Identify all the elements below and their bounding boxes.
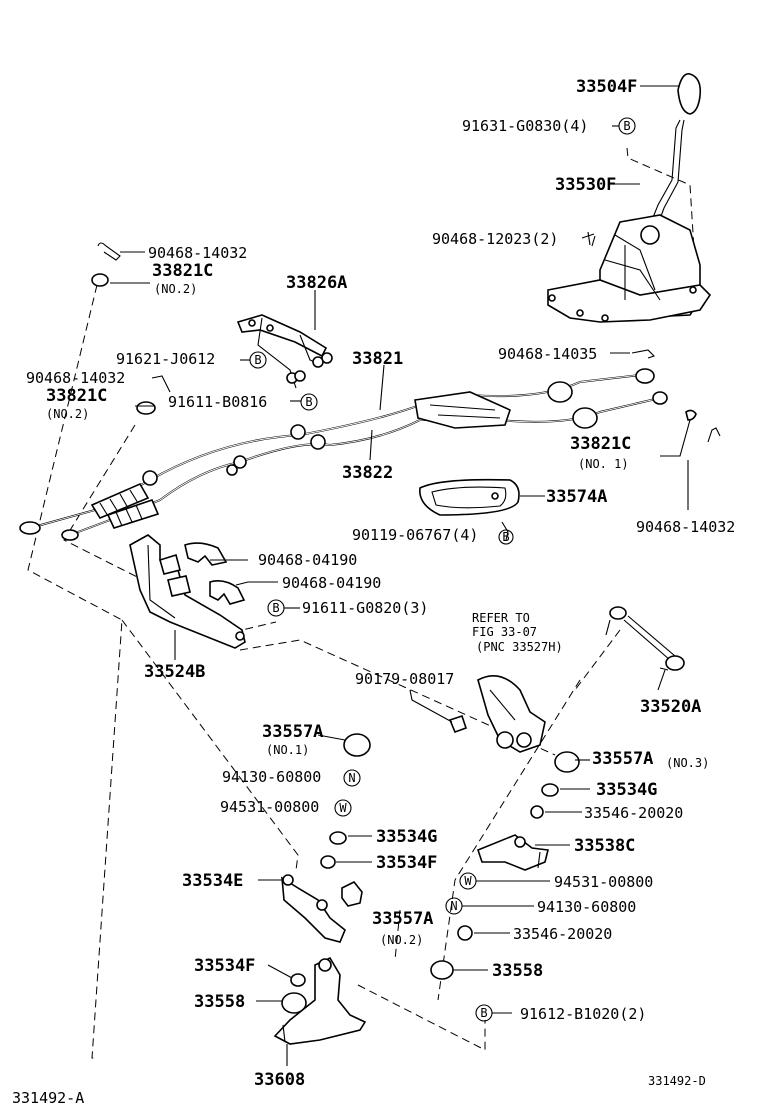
label-refer-line3: (PNC 33527H) [476, 640, 563, 654]
label-90179-08017: 90179-08017 [355, 670, 454, 688]
cables [19, 368, 668, 541]
svg-text:B: B [623, 119, 630, 133]
bracket-33524B [129, 534, 246, 649]
label-no2-left: (NO.2) [46, 407, 89, 421]
svg-text:W: W [464, 874, 472, 888]
label-33534F-low: 33534F [194, 956, 255, 976]
label-33557A-no2: 33557A [372, 909, 433, 929]
bolt-symbol: B [249, 351, 267, 369]
label-90468-14032-top: 90468-14032 [148, 244, 247, 262]
bracket-33826A [236, 314, 333, 389]
label-33826A: 33826A [286, 273, 347, 293]
svg-text:B: B [480, 1006, 487, 1020]
label-refer-line2: FIG 33-07 [472, 625, 537, 639]
bolt-symbol: B [475, 1004, 493, 1022]
shift-rod-33520A [605, 606, 685, 671]
label-33557A-no1: 33557A [262, 722, 323, 742]
bolt-symbol: B [618, 117, 636, 135]
label-33524B: 33524B [144, 662, 205, 682]
label-33557A-no3: 33557A [592, 749, 653, 769]
label-33558-left: 33558 [194, 992, 245, 1012]
bolt-symbol: B [300, 393, 318, 411]
label-33520A: 33520A [640, 697, 701, 717]
label-33534G-right: 33534G [596, 780, 657, 800]
figure-id-right: 331492-D [648, 1074, 706, 1088]
leader-lines [110, 85, 691, 1066]
label-no1: (NO.1) [266, 743, 309, 757]
svg-text:B: B [272, 601, 279, 615]
label-94130-60800-right: 94130-60800 [537, 898, 636, 916]
label-94531-00800-left: 94531-00800 [220, 798, 319, 816]
label-33534F-mid: 33534F [376, 853, 437, 873]
label-94130-60800-left: 94130-60800 [222, 768, 321, 786]
label-33821: 33821 [352, 349, 403, 369]
label-no2: (NO.2) [380, 933, 423, 947]
label-33534G-mid: 33534G [376, 827, 437, 847]
label-refer-line1: REFER TO [472, 611, 530, 625]
washer-symbol: W [334, 799, 352, 817]
label-33530F: 33530F [555, 175, 616, 195]
label-33558-right: 33558 [492, 961, 543, 981]
label-33821C-right: 33821C [570, 434, 631, 454]
label-91611-G0820: 91611-G0820(3) [302, 599, 428, 617]
svg-text:N: N [348, 771, 355, 785]
label-33538C: 33538C [574, 836, 635, 856]
part-labels: 33504F 91631-G0830(4) 33530F 90468-12023… [12, 77, 735, 1107]
bolt-symbol: B [267, 599, 285, 617]
label-33546-20020-top: 33546-20020 [584, 804, 683, 822]
bushings-washers [281, 733, 580, 1014]
svg-text:B: B [502, 530, 509, 544]
label-33574A: 33574A [546, 487, 607, 507]
bolt-symbol: B [498, 529, 514, 545]
svg-text:B: B [254, 353, 261, 367]
shift-lever-assembly [547, 73, 712, 323]
label-90468-14032-left: 90468-14032 [26, 369, 125, 387]
label-91621-J0612: 91621-J0612 [116, 350, 215, 368]
label-90468-04190-a: 90468-04190 [258, 551, 357, 569]
label-no1-right: (NO. 1) [578, 457, 629, 471]
label-91611-B0816: 91611-B0816 [168, 393, 267, 411]
shift-levers [273, 834, 549, 1045]
small-clips [91, 242, 721, 443]
label-33534E: 33534E [182, 871, 243, 891]
nut-symbol: N [343, 769, 361, 787]
label-91612-B1020: 91612-B1020(2) [520, 1005, 646, 1023]
label-90468-12023: 90468-12023(2) [432, 230, 558, 248]
svg-text:W: W [339, 801, 347, 815]
label-90119-06767: 90119-06767(4) [352, 526, 478, 544]
label-90468-14035: 90468-14035 [498, 345, 597, 363]
dashed-assembly-lines [27, 147, 696, 1059]
fastener-symbols: B B B B B N W W N B [249, 117, 636, 1022]
label-33821C-left: 33821C [46, 386, 107, 406]
svg-text:B: B [305, 395, 312, 409]
shift-lever-refer [409, 674, 546, 753]
label-94531-00800-right: 94531-00800 [554, 873, 653, 891]
label-33821C-top: 33821C [152, 261, 213, 281]
label-33608: 33608 [254, 1070, 305, 1090]
figure-id-left: 331492-A [12, 1089, 84, 1107]
label-90468-14032-right: 90468-14032 [636, 518, 735, 536]
label-33546-20020-bot: 33546-20020 [513, 925, 612, 943]
nut-symbol: N [445, 897, 463, 915]
label-33822: 33822 [342, 463, 393, 483]
svg-text:N: N [450, 899, 457, 913]
washer-symbol: W [459, 872, 477, 890]
boot-33574A [419, 478, 520, 541]
label-no3: (NO.3) [666, 756, 709, 770]
label-no2-top: (NO.2) [154, 282, 197, 296]
label-90468-04190-b: 90468-04190 [282, 574, 381, 592]
label-33504F: 33504F [576, 77, 637, 97]
label-91631-G0830: 91631-G0830(4) [462, 117, 588, 135]
